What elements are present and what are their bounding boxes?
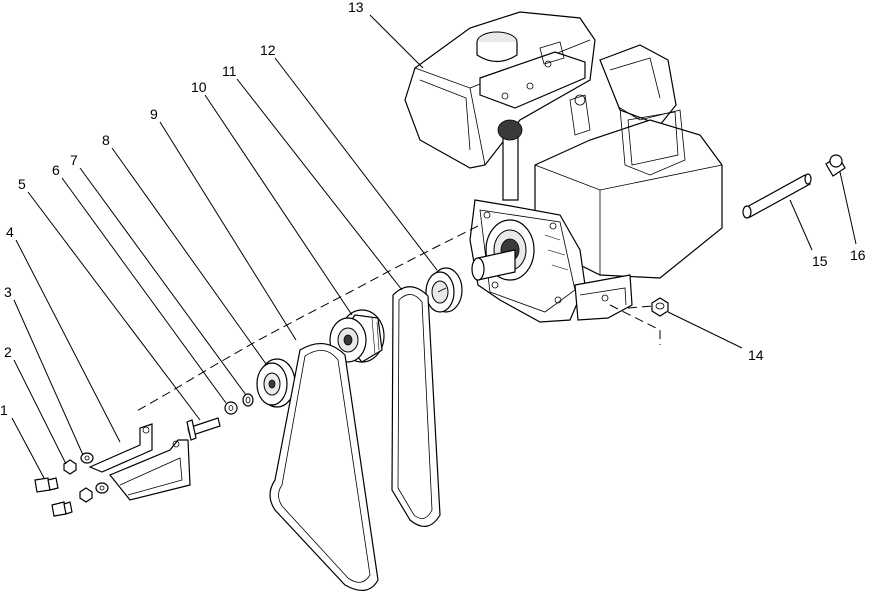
- belt-part-9: [269, 343, 379, 591]
- callout-6: 6: [52, 162, 60, 178]
- callout-14: 14: [748, 347, 764, 363]
- washer-part-7: [242, 393, 254, 407]
- callout-7: 7: [70, 152, 78, 168]
- callout-5: 5: [18, 176, 26, 192]
- bolt-part-1: [34, 477, 73, 517]
- callout-12: 12: [260, 42, 276, 58]
- washer-part-3: [80, 452, 109, 494]
- bracket-part-4: [88, 423, 191, 501]
- washer-part-6: [224, 401, 238, 415]
- nut-part-14: [651, 297, 669, 317]
- belt-part-11: [391, 286, 441, 527]
- bolt-part-5: [186, 417, 221, 441]
- spacer-part-16: [825, 154, 846, 177]
- callout-9: 9: [150, 106, 158, 122]
- callout-4: 4: [6, 224, 14, 240]
- callout-3: 3: [4, 284, 12, 300]
- callout-13: 13: [348, 0, 364, 15]
- callout-1: 1: [0, 402, 8, 418]
- callout-10: 10: [191, 79, 207, 95]
- callout-16: 16: [850, 247, 866, 263]
- idler-pulley-part-8: [256, 358, 296, 408]
- callout-2: 2: [4, 344, 12, 360]
- callout-labels: 1 2 3 4 5 6 7 8 9 10 11 12 13 14 15 16: [0, 0, 866, 418]
- callout-15: 15: [812, 253, 828, 269]
- pulley-part-12: [425, 267, 463, 313]
- nut-part-2: [63, 459, 93, 503]
- leader-lines: [11, 14, 857, 479]
- shaft-part-15: [742, 173, 812, 219]
- engine-assembly: [404, 11, 723, 323]
- callout-8: 8: [102, 132, 110, 148]
- callout-11: 11: [222, 63, 237, 79]
